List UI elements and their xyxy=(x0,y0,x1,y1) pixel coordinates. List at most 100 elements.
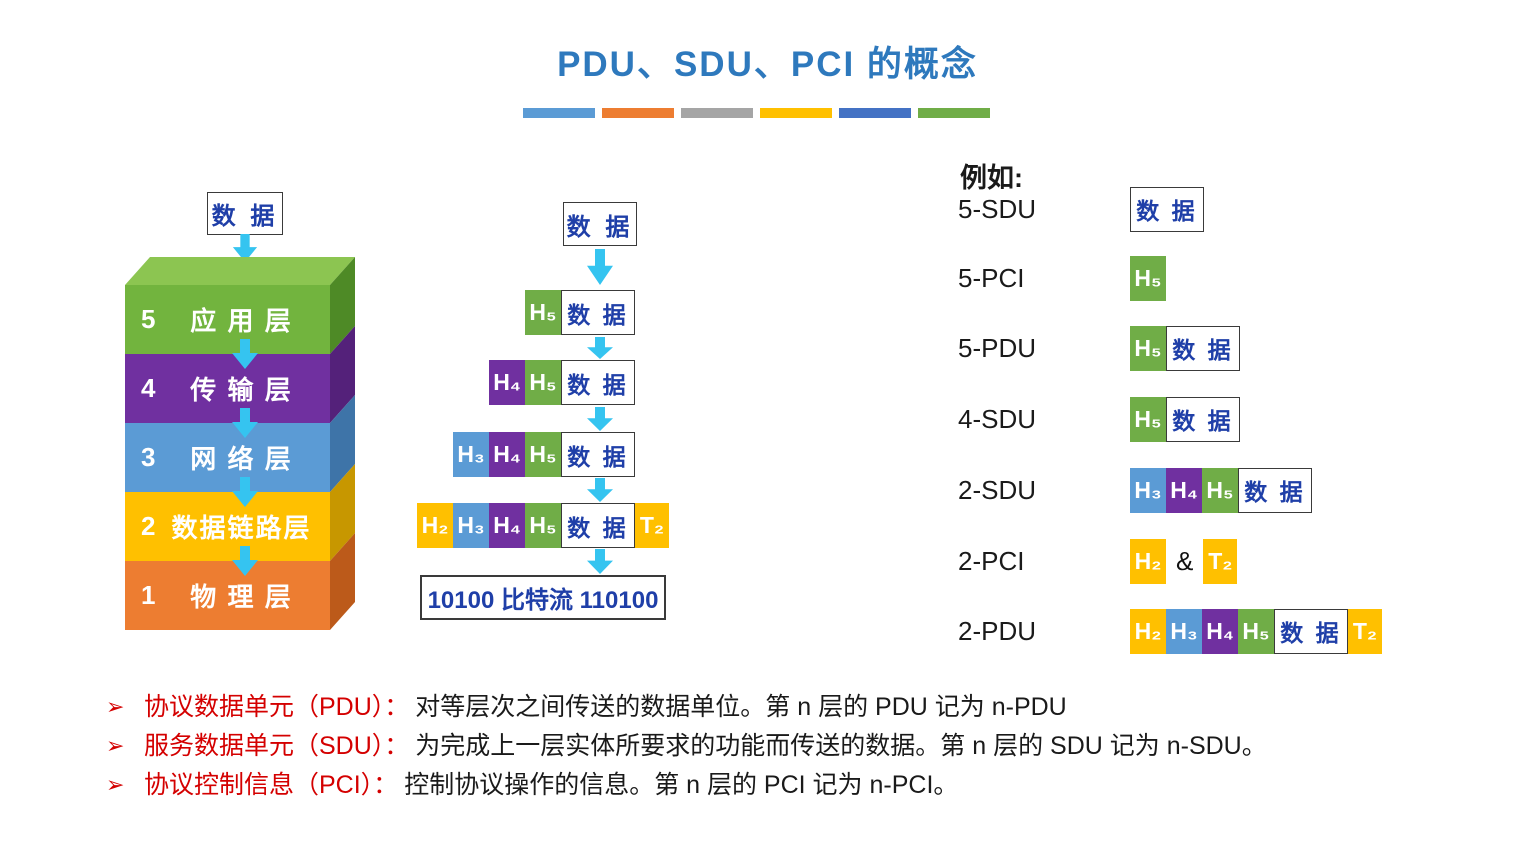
layer-1-physical: 1 物 理 层 xyxy=(125,561,330,630)
divider-bar xyxy=(760,108,832,118)
data-box: 数 据 xyxy=(561,432,635,477)
layer-name: 应 用 层 xyxy=(190,306,293,336)
divider-bar xyxy=(602,108,674,118)
definition-text: 控制协议操作的信息。第 n 层的 PCI 记为 n-PCI。 xyxy=(404,771,959,799)
h4-cell: H₄ xyxy=(1202,608,1238,654)
data-box: 数 据 xyxy=(1166,396,1240,442)
data-box: 数 据 xyxy=(563,202,637,246)
data-box: 数 据 xyxy=(207,192,283,235)
bullet-arrow-icon: ➢ xyxy=(106,733,125,758)
definition-text: 为完成上一层实体所要求的功能而传送的数据。第 n 层的 SDU 记为 n-SDU… xyxy=(415,732,1267,760)
layer-number: 3 xyxy=(141,442,156,472)
data-box: 数 据 xyxy=(561,290,635,335)
example-label: 5-PCI xyxy=(958,262,1025,293)
down-arrow-icon xyxy=(587,549,613,574)
definition-text: 对等层次之间传送的数据单位。第 n 层的 PDU 记为 n-PDU xyxy=(415,693,1067,721)
divider-bar xyxy=(523,108,595,118)
down-arrow-icon xyxy=(232,546,258,576)
layer-name: 传 输 层 xyxy=(190,375,293,405)
h5-cell: H₅ xyxy=(1130,396,1166,442)
data-box: 数 据 xyxy=(1166,325,1240,371)
down-arrow-icon xyxy=(232,408,258,438)
h5-cell: H₅ xyxy=(1238,608,1274,654)
example-cells: H₂&T₂ xyxy=(1130,538,1238,584)
layer-name: 物 理 层 xyxy=(190,582,293,612)
data-box: 数 据 xyxy=(1274,608,1348,654)
divider-bar xyxy=(681,108,753,118)
bullet-arrow-icon: ➢ xyxy=(106,694,125,719)
data-box: 数 据 xyxy=(561,503,635,548)
layer-number: 2 xyxy=(141,511,156,541)
bitstream-box: 10100 比特流 110100 xyxy=(420,575,666,620)
h5-cell: H₅ xyxy=(525,360,561,405)
down-arrow-icon xyxy=(232,339,258,369)
layer-name: 网 络 层 xyxy=(190,444,293,474)
definition-term: 服务数据单元（SDU）： xyxy=(144,732,410,760)
layer-5-application: 5 应 用 层 xyxy=(125,285,330,354)
example-row-2-pci: 2-PCI H₂&T₂ xyxy=(958,538,1238,584)
example-cells: H₅ xyxy=(1130,255,1166,301)
h5-cell: H₅ xyxy=(1130,255,1166,301)
h4-cell: H₄ xyxy=(489,360,525,405)
ampersand-text: & xyxy=(1176,545,1194,576)
h5-cell: H₅ xyxy=(1130,325,1166,371)
example-row-5-sdu: 5-SDU 数 据 xyxy=(958,186,1204,232)
t2-cell: T₂ xyxy=(1348,608,1382,654)
layer-4-transport: 4 传 输 层 xyxy=(125,354,330,423)
h5-cell: H₅ xyxy=(525,290,561,335)
layer-number: 5 xyxy=(141,304,156,334)
t2-cell: T₂ xyxy=(635,503,669,548)
h3-cell: H₃ xyxy=(453,432,489,477)
layer-number: 4 xyxy=(141,373,156,403)
data-box: 数 据 xyxy=(561,360,635,405)
down-arrow-icon xyxy=(587,407,613,431)
divider-bar xyxy=(839,108,911,118)
h5-cell: H₅ xyxy=(525,432,561,477)
down-arrow-icon xyxy=(232,477,258,507)
example-label: 2-SDU xyxy=(958,474,1037,505)
title-divider xyxy=(523,108,990,118)
down-arrow-icon xyxy=(587,337,613,359)
h2-cell: H₂ xyxy=(417,503,453,548)
layer-name: 数据链路层 xyxy=(171,513,312,543)
down-arrow-icon xyxy=(232,234,258,262)
page-title: PDU、SDU、PCI 的概念 xyxy=(557,45,978,84)
protocol-stack: 数 据 5 应 用 层 4 传 输 层 3 网 络 层 2 数据链路层 1 物 xyxy=(125,192,357,632)
definition-sdu: ➢ 服务数据单元（SDU）： 为完成上一层实体所要求的功能而传送的数据。第 n … xyxy=(106,731,1486,761)
h2-cell: H₂ xyxy=(1130,608,1166,654)
down-arrow-icon xyxy=(587,249,613,285)
definition-pci: ➢ 协议控制信息（PCI）： 控制协议操作的信息。第 n 层的 PCI 记为 n… xyxy=(106,770,1486,800)
h3-cell: H₃ xyxy=(1130,467,1166,513)
definitions: ➢ 协议数据单元（PDU）： 对等层次之间传送的数据单位。第 n 层的 PDU … xyxy=(106,692,1486,809)
h5-cell: H₅ xyxy=(1202,467,1238,513)
example-label: 2-PCI xyxy=(958,545,1025,576)
h4-cell: H₄ xyxy=(489,432,525,477)
definition-term: 协议数据单元（PDU）： xyxy=(144,693,410,721)
examples-header: 例如: xyxy=(960,163,1023,193)
example-label: 2-PDU xyxy=(958,615,1037,646)
h5-cell: H₅ xyxy=(525,503,561,548)
data-box: 数 据 xyxy=(1130,186,1204,232)
h3-cell: H₃ xyxy=(1166,608,1202,654)
example-label: 4-SDU xyxy=(958,403,1037,434)
h4-cell: H₄ xyxy=(489,503,525,548)
divider-bar xyxy=(918,108,990,118)
h2-cell: H₂ xyxy=(1130,538,1166,584)
bullet-arrow-icon: ➢ xyxy=(106,772,125,797)
layer-number: 1 xyxy=(141,580,156,610)
t2-cell: T₂ xyxy=(1203,538,1238,584)
